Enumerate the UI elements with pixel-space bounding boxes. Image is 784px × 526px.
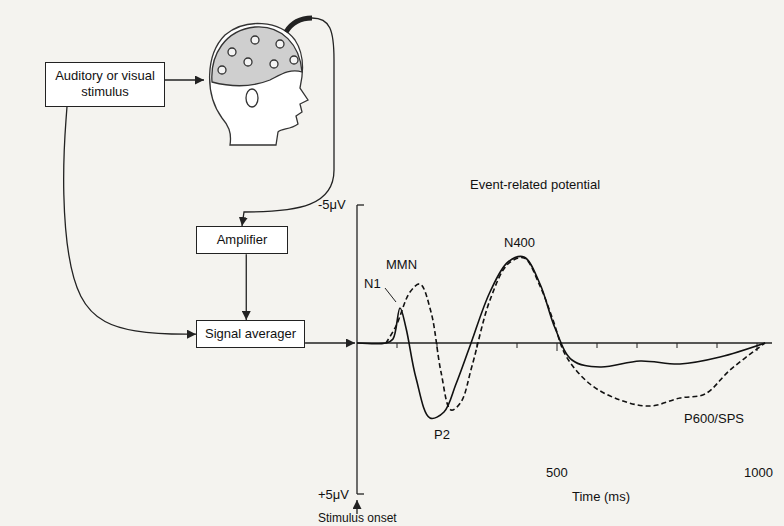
tick (557, 343, 558, 351)
n1-leader (385, 288, 396, 302)
tick (717, 343, 718, 348)
graph-axes (357, 205, 772, 494)
box-text: Signal averager (205, 326, 296, 342)
component-name: MMN (386, 258, 417, 272)
signal-arrow (64, 107, 196, 335)
box-text: Amplifier (205, 232, 279, 248)
averager-box: Signal averager (196, 320, 305, 348)
time-ticks (397, 343, 757, 351)
stimulus-box: Auditory or visual stimulus (45, 62, 165, 107)
axis-value: +5μV (318, 488, 349, 502)
tick (637, 343, 638, 348)
axis-value: 1000 (744, 466, 773, 480)
erp-wave-solid (357, 256, 765, 418)
axis-value: 500 (546, 466, 568, 480)
erp-wave-dashed (386, 258, 765, 411)
output-arrow (305, 342, 355, 343)
axis-title: Time (ms) (572, 490, 630, 504)
component-name: N1 (364, 277, 381, 291)
component-name: N400 (504, 236, 535, 250)
component-name: P600/SPS (684, 412, 744, 426)
graph-title: Event-related potential (470, 178, 600, 192)
tick (517, 343, 518, 348)
head-with-cap (210, 18, 312, 145)
tick (677, 343, 678, 348)
tick (597, 343, 598, 348)
component-name: P2 (434, 428, 450, 442)
signal-arrow (246, 254, 247, 320)
amplifier-box: Amplifier (196, 226, 288, 254)
box-text: Auditory or visual stimulus (54, 68, 156, 101)
tick (397, 343, 398, 348)
electrode-cable (242, 18, 334, 226)
axis-value: -5μV (318, 198, 346, 212)
axis-note: Stimulus onset (318, 512, 397, 525)
